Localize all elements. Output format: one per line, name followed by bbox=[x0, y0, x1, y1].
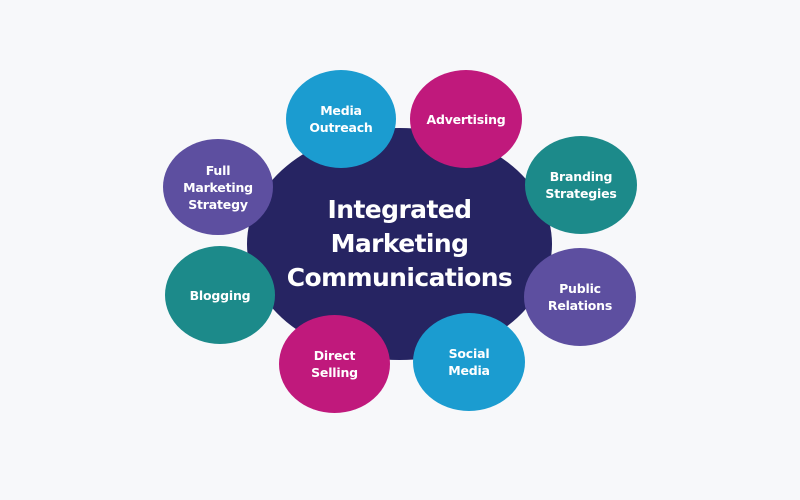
node-public-relations[interactable]: Public Relations bbox=[524, 248, 636, 346]
node-label: Advertising bbox=[426, 111, 506, 127]
node-social-media[interactable]: Social Media bbox=[413, 313, 525, 411]
node-full-marketing-strategy[interactable]: Full Marketing Strategy bbox=[163, 139, 273, 235]
node-label: Public Relations bbox=[547, 281, 613, 313]
node-blogging[interactable]: Blogging bbox=[165, 246, 275, 344]
center-title: Integrated Marketing Communications bbox=[286, 195, 513, 292]
node-advertising[interactable]: Advertising bbox=[410, 70, 522, 168]
node-label: Full Marketing Strategy bbox=[183, 162, 253, 212]
node-branding-strategies[interactable]: Branding Strategies bbox=[525, 136, 637, 234]
node-label: Media Outreach bbox=[309, 103, 373, 135]
node-label: Branding Strategies bbox=[545, 169, 617, 201]
node-label: Direct Selling bbox=[311, 348, 358, 380]
node-label: Social Media bbox=[448, 346, 490, 378]
center-hub: Integrated Marketing Communications bbox=[247, 128, 552, 360]
node-media-outreach[interactable]: Media Outreach bbox=[286, 70, 396, 168]
node-direct-selling[interactable]: Direct Selling bbox=[279, 315, 390, 413]
node-label: Blogging bbox=[189, 287, 251, 303]
